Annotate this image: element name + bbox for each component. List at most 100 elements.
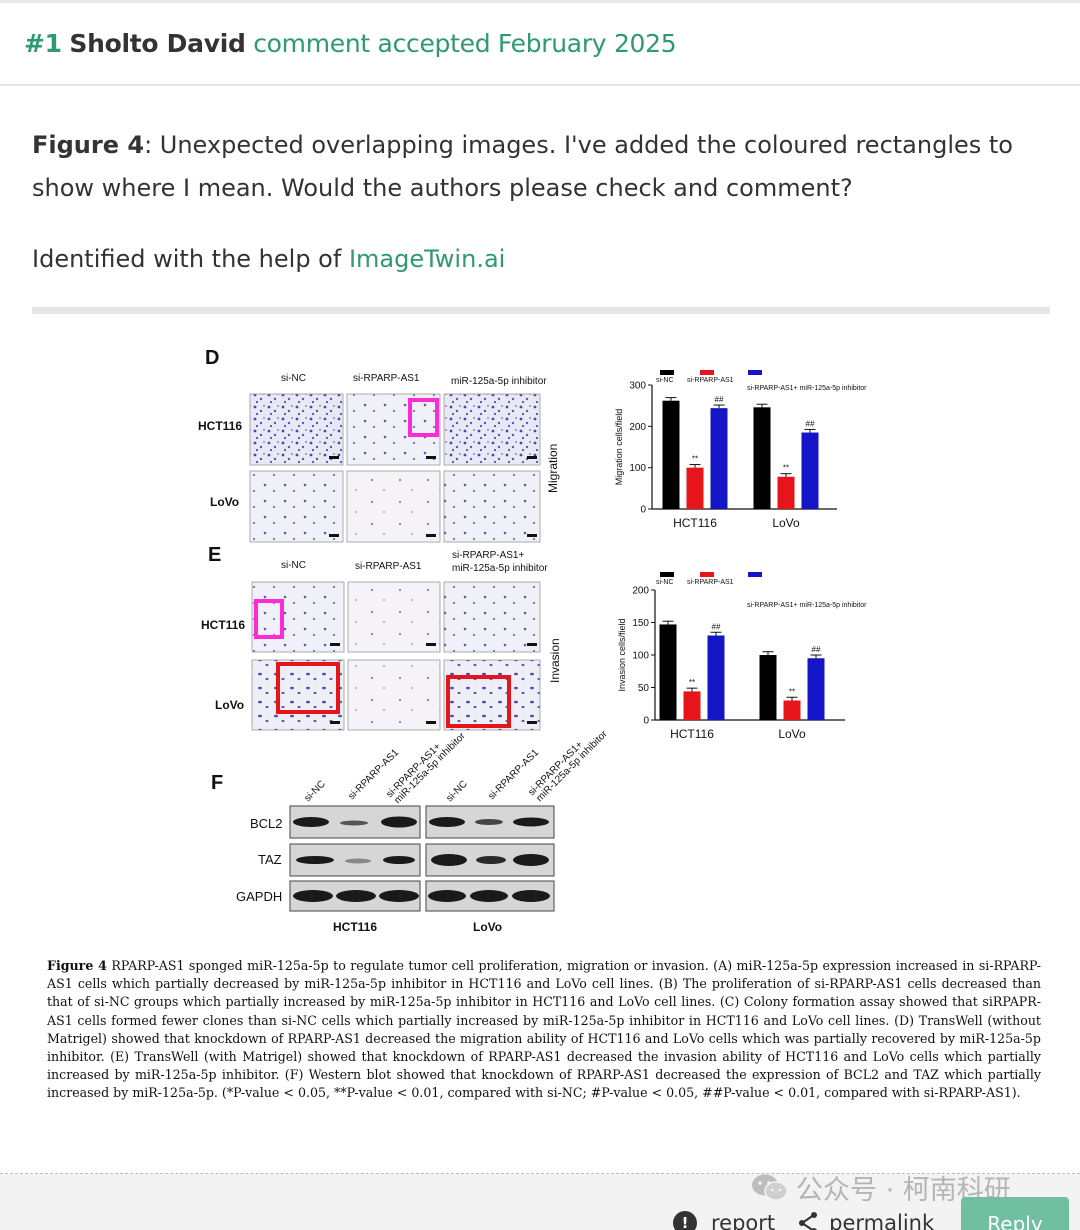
bar xyxy=(753,407,771,509)
report-link[interactable]: report xyxy=(711,1211,776,1230)
comment-status: comment accepted February 2025 xyxy=(253,29,677,58)
legend-label: si-RPARP-AS1 xyxy=(687,377,734,384)
wb-blots xyxy=(289,805,555,912)
y-axis-label: Invasion cells/field xyxy=(617,618,627,691)
wb-column-labels: si-NC si-RPARP-AS1 si-RPARP-AS1+ miR-125… xyxy=(302,728,610,806)
comment-header: #1 Sholto David comment accepted Februar… xyxy=(0,3,1080,86)
bar xyxy=(707,635,725,720)
panel-d-row-hct116: HCT116 xyxy=(198,419,242,433)
bar xyxy=(686,467,704,509)
wb-col-label: miR-125a-5p inhibitor xyxy=(534,728,610,804)
micrograph xyxy=(249,470,344,543)
legend-label: si-NC xyxy=(656,377,674,384)
legend-swatch xyxy=(748,572,762,577)
significance-label: ## xyxy=(806,419,815,428)
panel-d-row-lovo: LoVo xyxy=(210,495,239,509)
legend-swatch xyxy=(660,572,674,577)
significance-label: ## xyxy=(812,645,821,654)
wb-group-hct116: HCT116 xyxy=(333,920,377,934)
significance-label: ** xyxy=(783,464,789,473)
figure-ref: Figure 4 xyxy=(32,131,145,159)
y-tick-label: 200 xyxy=(629,422,646,433)
panel-d-images xyxy=(249,393,541,543)
panel-e-images xyxy=(251,581,541,731)
caption-label: Figure 4 xyxy=(47,958,107,973)
imagetwin-link[interactable]: ImageTwin.ai xyxy=(348,245,506,273)
bar xyxy=(801,432,819,509)
legend-label: si-RPARP-AS1+ miR-125a-5p inhibitor xyxy=(747,602,867,609)
panel-e-col-sirparp: si-RPARP-AS1 xyxy=(355,561,422,572)
panel-e-col-combo-1: si-RPARP-AS1+ xyxy=(452,550,524,561)
bar xyxy=(659,624,677,720)
micrograph xyxy=(251,659,345,731)
identified-text: Identified with the help of xyxy=(32,245,349,273)
y-tick-label: 0 xyxy=(640,505,646,516)
micrograph xyxy=(251,581,345,653)
permalink-link[interactable]: permalink xyxy=(829,1211,935,1230)
legend-label: si-RPARP-AS1+ miR-125a-5p inhibitor xyxy=(747,385,867,392)
figure-4-svg: D si-NC si-RPARP-AS1 miR-125a-5p inhibit… xyxy=(198,347,867,934)
panel-e-col-sinc: si-NC xyxy=(281,560,306,571)
wb-row-bcl2: BCL2 xyxy=(250,816,283,831)
comment-title: #1 Sholto David comment accepted Februar… xyxy=(24,29,677,58)
micrograph xyxy=(347,659,441,731)
y-tick-label: 100 xyxy=(629,463,646,474)
panel-d-col-sinc: si-NC xyxy=(281,373,306,384)
wb-row-gapdh: GAPDH xyxy=(236,889,282,904)
legend-swatch xyxy=(700,370,714,375)
wb-col-label: si-NC xyxy=(302,779,327,804)
micrograph xyxy=(443,393,541,466)
wb-row-labels: BCL2 TAZ GAPDH xyxy=(236,816,283,904)
panel-e-row-lovo: LoVo xyxy=(215,698,244,712)
red-highlight-box xyxy=(446,675,511,728)
wechat-icon xyxy=(750,1172,790,1204)
y-tick-label: 50 xyxy=(638,683,650,694)
top-border xyxy=(0,0,1080,3)
footer-divider xyxy=(0,1173,1080,1174)
comment-body-text: : Unexpected overlapping images. I've ad… xyxy=(32,131,1013,202)
category-label: LoVo xyxy=(778,727,806,741)
comment-author[interactable]: Sholto David xyxy=(69,29,246,58)
category-label: HCT116 xyxy=(673,516,717,530)
micrograph xyxy=(249,393,344,466)
panel-e-col-combo-2: miR-125a-5p inhibitor xyxy=(452,563,548,574)
magenta-highlight-box xyxy=(408,398,439,437)
panel-d-col-combo: miR-125a-5p inhibitor xyxy=(451,376,547,387)
micrograph xyxy=(443,470,541,543)
share-icon[interactable] xyxy=(797,1211,819,1230)
legend-swatch xyxy=(660,370,674,375)
figure-4: D si-NC si-RPARP-AS1 miR-125a-5p inhibit… xyxy=(0,320,1080,1120)
caption-text: RPARP-AS1 sponged miR-125a-5p to regulat… xyxy=(47,958,1041,1101)
micrograph xyxy=(443,581,541,653)
bar xyxy=(807,658,825,720)
y-tick-label: 150 xyxy=(632,618,649,629)
micrograph xyxy=(346,393,441,466)
y-tick-label: 100 xyxy=(632,651,649,662)
micrograph xyxy=(347,581,441,653)
bar xyxy=(662,400,680,509)
micrograph xyxy=(443,659,541,731)
category-label: HCT116 xyxy=(670,727,714,741)
watermark: 公众号 · 柯南科研 xyxy=(750,1168,1011,1207)
comment-body-paragraph-1: Figure 4: Unexpected overlapping images.… xyxy=(32,124,1042,210)
legend-swatch xyxy=(700,572,714,577)
red-highlight-box xyxy=(276,662,340,714)
wb-group-lovo: LoVo xyxy=(473,920,502,934)
comment-number[interactable]: #1 xyxy=(24,29,62,58)
significance-label: ** xyxy=(789,687,795,696)
bar xyxy=(777,476,795,509)
report-icon[interactable]: ! xyxy=(673,1211,697,1230)
bar xyxy=(783,700,801,720)
micrograph xyxy=(346,470,441,543)
wb-col-label: si-NC xyxy=(444,779,469,804)
figure-caption: Figure 4 RPARP-AS1 sponged miR-125a-5p t… xyxy=(47,957,1041,1103)
y-tick-label: 300 xyxy=(629,381,646,392)
panel-d-side-label: Migration xyxy=(546,444,560,493)
comment-body-paragraph-2: Identified with the help of ImageTwin.ai xyxy=(32,238,505,281)
legend-label: si-NC xyxy=(656,579,674,586)
reply-button[interactable]: Reply xyxy=(961,1197,1069,1230)
y-axis-label: Migration cells/field xyxy=(614,409,624,486)
y-tick-label: 200 xyxy=(632,586,649,597)
